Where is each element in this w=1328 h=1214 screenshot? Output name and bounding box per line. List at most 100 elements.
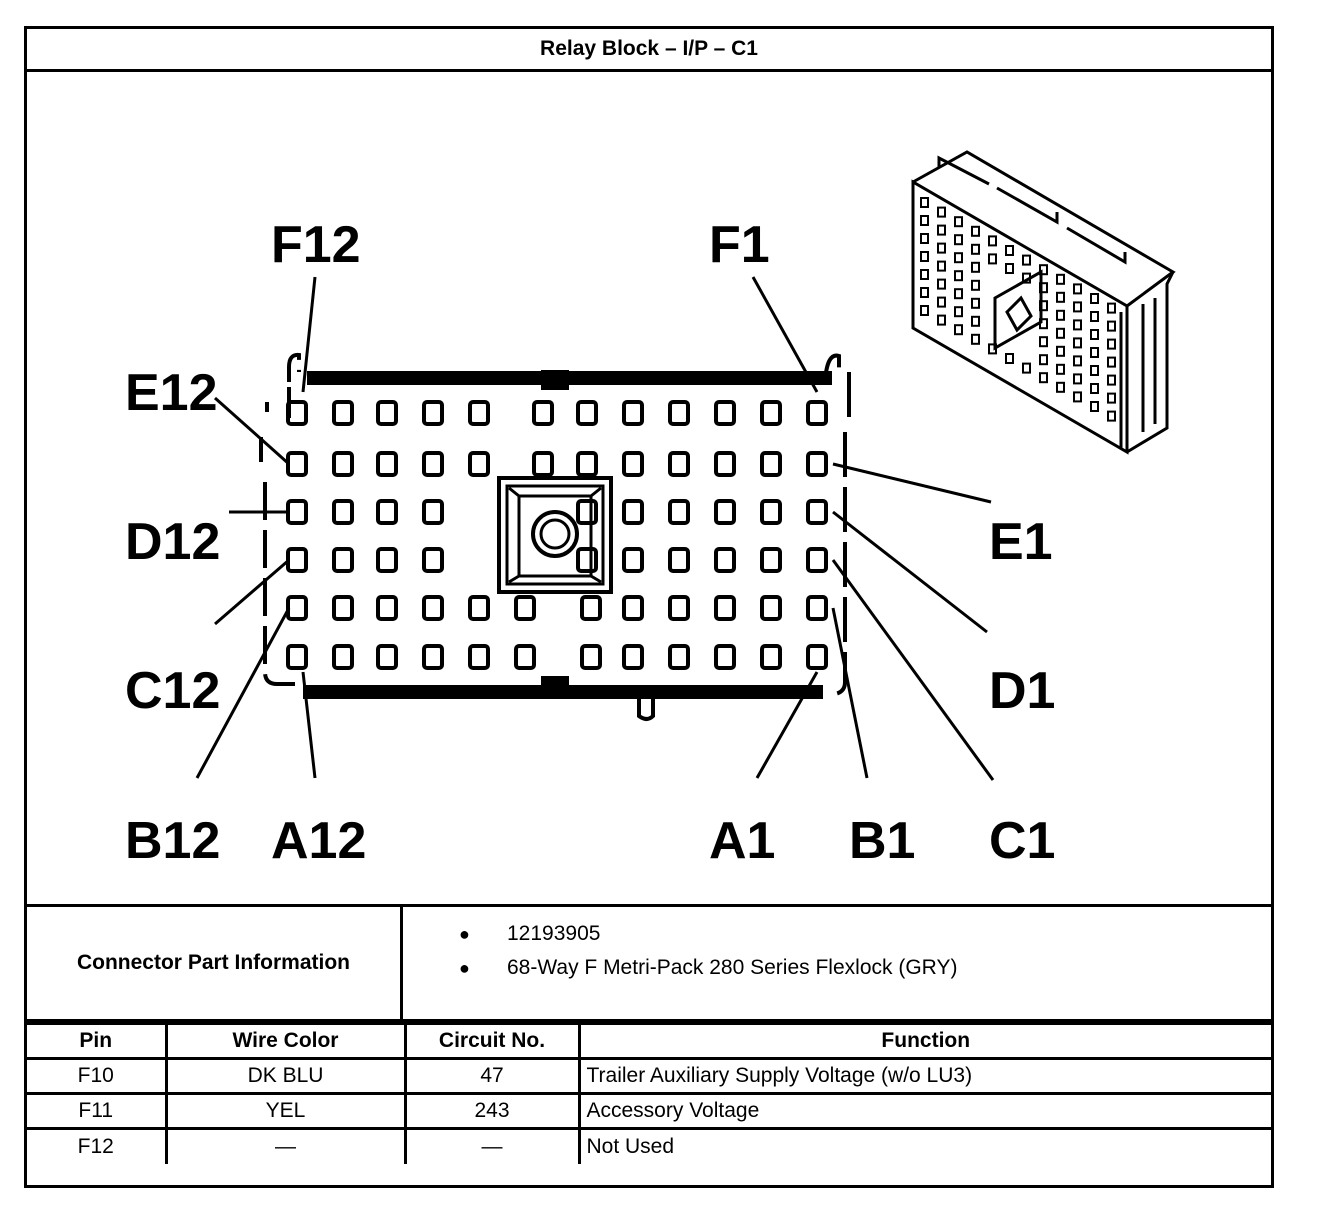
bullet-icon: ● <box>459 923 470 944</box>
cell-function: Not Used <box>577 1127 1271 1164</box>
pin-cavity <box>668 644 690 670</box>
pin-cavity <box>286 547 308 573</box>
pin-cavity <box>422 644 444 670</box>
illustration-cavity <box>1090 347 1099 358</box>
pin-cavity <box>422 547 444 573</box>
illustration-cavity <box>937 260 946 272</box>
illustration-cavity <box>1073 301 1082 313</box>
illustration-cavity <box>954 252 963 264</box>
illustration-cavity <box>1039 282 1048 294</box>
illustration-cavity <box>954 234 963 246</box>
illustration-cavity <box>988 253 997 265</box>
pin-cavity <box>422 451 444 477</box>
illustration-cavity <box>954 288 963 300</box>
illustration-cavity <box>1107 392 1116 404</box>
connector-info-item: ● 68-Way F Metri-Pack 280 Series Flexloc… <box>459 951 1271 985</box>
pin-label-e1: E1 <box>989 513 1053 571</box>
pin-cavity <box>576 451 598 477</box>
pin-cavity <box>668 400 690 426</box>
pin-cavity <box>286 644 308 670</box>
illustration-cavity <box>1039 354 1048 366</box>
table-row: F10 DK BLU 47 Trailer Auxiliary Supply V… <box>27 1057 1271 1095</box>
illustration-cavity <box>1090 329 1099 340</box>
illustration-cavity <box>1090 365 1099 376</box>
pin-cavity <box>576 400 598 426</box>
pin-cavity <box>760 451 782 477</box>
pin-grid <box>286 400 828 670</box>
pin-cavity <box>514 595 536 621</box>
cell-wire-color: YEL <box>164 1092 407 1130</box>
illustration-cavity <box>1056 309 1065 321</box>
illustration-cavity <box>1107 374 1116 386</box>
illustration-cavity <box>988 343 997 355</box>
illustration-cavity <box>1039 318 1048 330</box>
header-wire-color: Wire Color <box>164 1022 407 1060</box>
pin-label-c1: C1 <box>989 812 1055 870</box>
illustration-cavity <box>937 224 946 236</box>
illustration-cavity <box>971 261 980 273</box>
table-header-row: Pin Wire Color Circuit No. Function <box>27 1022 1271 1060</box>
cell-wire-color: — <box>164 1127 407 1164</box>
illustration-cavity <box>1005 263 1014 274</box>
connector-diagram: F12 F1 E12 E1 D12 D1 C12 C1 B12 A12 A1 B… <box>27 72 1271 904</box>
connector-info-label: Connector Part Information <box>27 907 403 1019</box>
connector-3d-illustration <box>911 150 1176 455</box>
pin-label-c12: C12 <box>125 662 220 720</box>
illustration-cavity <box>937 278 946 290</box>
pin-cavity <box>332 547 354 573</box>
pin-cavity <box>376 595 398 621</box>
pin-cavity <box>760 499 782 525</box>
illustration-cavity <box>988 235 997 247</box>
cell-pin: F12 <box>27 1127 168 1164</box>
pin-label-d12: D12 <box>125 513 220 571</box>
illustration-cavity <box>1005 245 1014 256</box>
pin-cavity <box>514 644 536 670</box>
pin-cavity <box>532 400 554 426</box>
illustration-cavity <box>1107 356 1116 368</box>
cell-circuit-no: — <box>403 1127 581 1164</box>
connector-part-information: Connector Part Information ● 12193905 ● … <box>27 904 1271 1022</box>
pin-cavity <box>286 499 308 525</box>
pin-cavity <box>332 451 354 477</box>
pin-label-f1: F1 <box>709 216 770 274</box>
pin-cavity <box>332 400 354 426</box>
pin-cavity <box>714 400 736 426</box>
illustration-cavity <box>954 306 963 318</box>
pin-cavity <box>806 451 828 477</box>
illustration-cavity <box>1056 381 1065 393</box>
connector-3d-cavities <box>920 197 1116 422</box>
illustration-cavity <box>1039 372 1048 384</box>
illustration-cavity <box>920 269 929 280</box>
pin-cavity <box>332 595 354 621</box>
illustration-cavity <box>954 216 963 228</box>
illustration-cavity <box>971 243 980 255</box>
cell-pin: F10 <box>27 1057 168 1095</box>
table-row: F12 — — Not Used <box>27 1127 1271 1164</box>
pin-label-a12: A12 <box>271 812 366 870</box>
pin-label-f12: F12 <box>271 216 361 274</box>
illustration-cavity <box>1107 410 1116 422</box>
pin-label-b12: B12 <box>125 812 220 870</box>
pin-table: Pin Wire Color Circuit No. Function F10 … <box>27 1022 1271 1164</box>
table-row: F11 YEL 243 Accessory Voltage <box>27 1092 1271 1130</box>
illustration-cavity <box>1073 337 1082 349</box>
leader-lines <box>195 276 995 781</box>
illustration-cavity <box>1022 362 1031 374</box>
illustration-cavity <box>1073 319 1082 331</box>
page-title: Relay Block – I/P – C1 <box>27 29 1271 72</box>
pin-cavity <box>468 451 490 477</box>
pin-cavity <box>286 451 308 477</box>
illustration-cavity <box>1056 363 1065 375</box>
illustration-cavity <box>971 225 980 237</box>
illustration-cavity <box>971 297 980 309</box>
pin-cavity <box>806 499 828 525</box>
pin-cavity <box>714 499 736 525</box>
pin-cavity <box>468 595 490 621</box>
illustration-cavity <box>920 305 929 316</box>
pin-cavity <box>576 547 598 573</box>
pin-cavity <box>760 547 782 573</box>
illustration-cavity <box>1090 311 1099 322</box>
pin-cavity <box>668 547 690 573</box>
cell-function: Accessory Voltage <box>577 1092 1271 1130</box>
pin-cavity <box>714 547 736 573</box>
